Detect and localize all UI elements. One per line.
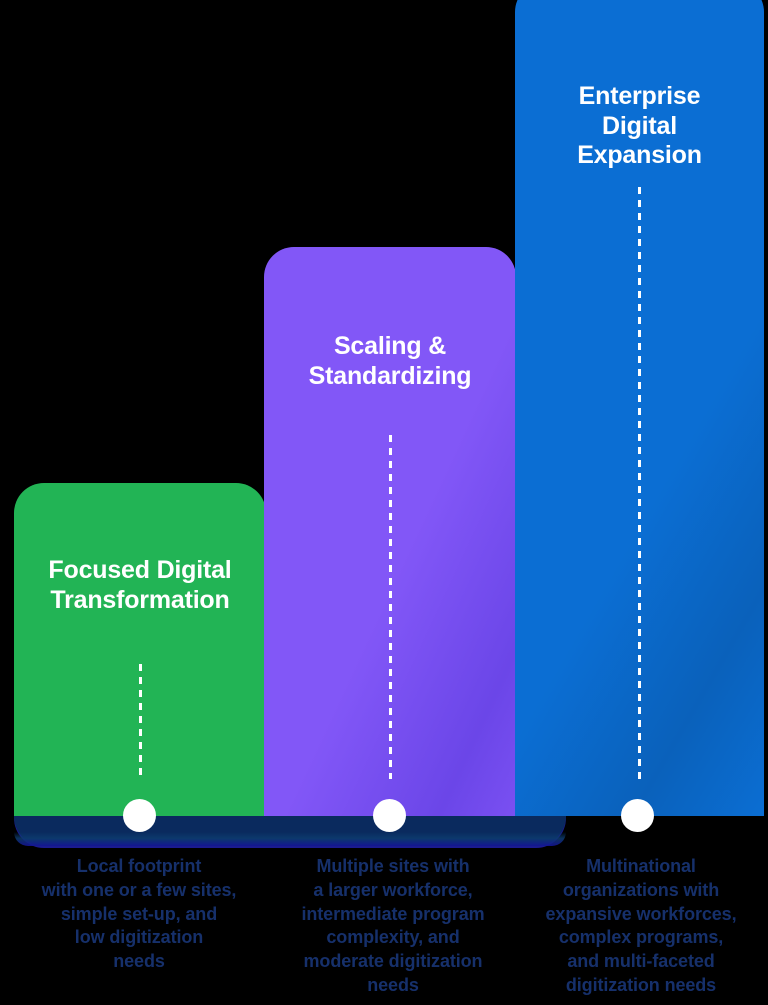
caption-line: complex programs, bbox=[558, 927, 724, 948]
caption-line: expansive workforces, bbox=[545, 903, 737, 924]
bar-scaling-and-standardizing[interactable]: Scaling & Standardizing bbox=[264, 247, 516, 816]
caption-line: low digitization bbox=[74, 927, 204, 948]
caption-line: Multinational bbox=[586, 856, 696, 876]
dashed-connector-1 bbox=[138, 664, 142, 779]
caption-line: moderate digitization bbox=[303, 951, 483, 971]
bar-title-line: Expansion bbox=[577, 141, 702, 169]
caption-line: needs bbox=[367, 974, 419, 995]
caption-enterprise-digital-expansion: Multinational organizations with expansi… bbox=[516, 855, 766, 998]
caption-line: intermediate program bbox=[301, 903, 485, 924]
bar-enterprise-digital-expansion[interactable]: Enterprise Digital Expansion bbox=[515, 0, 764, 816]
bar-title-line: Enterprise bbox=[578, 82, 701, 110]
bar-title-enterprise-digital-expansion: Enterprise Digital Expansion bbox=[515, 82, 764, 171]
caption-scaling-and-standardizing: Multiple sites with a larger workforce, … bbox=[264, 855, 522, 998]
caption-line: with one or a few sites, bbox=[41, 879, 237, 900]
bar-title-line: Scaling & bbox=[333, 332, 447, 360]
dashed-connector-3 bbox=[638, 187, 641, 779]
caption-line: complexity, and bbox=[326, 927, 460, 948]
bar-focused-digital-transformation[interactable]: Focused Digital Transformation bbox=[14, 483, 266, 816]
marker-dot-icon-3[interactable] bbox=[621, 799, 654, 832]
marker-dot-icon-1[interactable] bbox=[123, 799, 156, 832]
bar-title-line: Focused Digital bbox=[48, 556, 232, 584]
bar-title-scaling-and-standardizing: Scaling & Standardizing bbox=[264, 332, 516, 391]
bar-title-line: Digital bbox=[602, 111, 677, 140]
caption-line: a larger workforce, bbox=[313, 879, 473, 900]
dashed-connector-2 bbox=[388, 435, 392, 779]
chart-base-plate bbox=[14, 813, 566, 846]
bar-title-line: Transformation bbox=[50, 585, 230, 614]
caption-focused-digital-transformation: Local footprint with one or a few sites,… bbox=[6, 855, 272, 974]
caption-line: needs bbox=[113, 951, 165, 971]
caption-line: Local footprint bbox=[76, 856, 202, 876]
caption-line: digitization needs bbox=[565, 974, 717, 995]
caption-line: simple set-up, and bbox=[60, 903, 218, 924]
caption-line: Multiple sites with bbox=[316, 856, 470, 876]
caption-line: and multi-faceted bbox=[567, 951, 715, 971]
caption-line: organizations with bbox=[562, 879, 720, 900]
bar-title-focused-digital-transformation: Focused Digital Transformation bbox=[14, 556, 266, 615]
marker-dot-icon-2[interactable] bbox=[373, 799, 406, 832]
bar-title-line: Standardizing bbox=[308, 361, 472, 390]
